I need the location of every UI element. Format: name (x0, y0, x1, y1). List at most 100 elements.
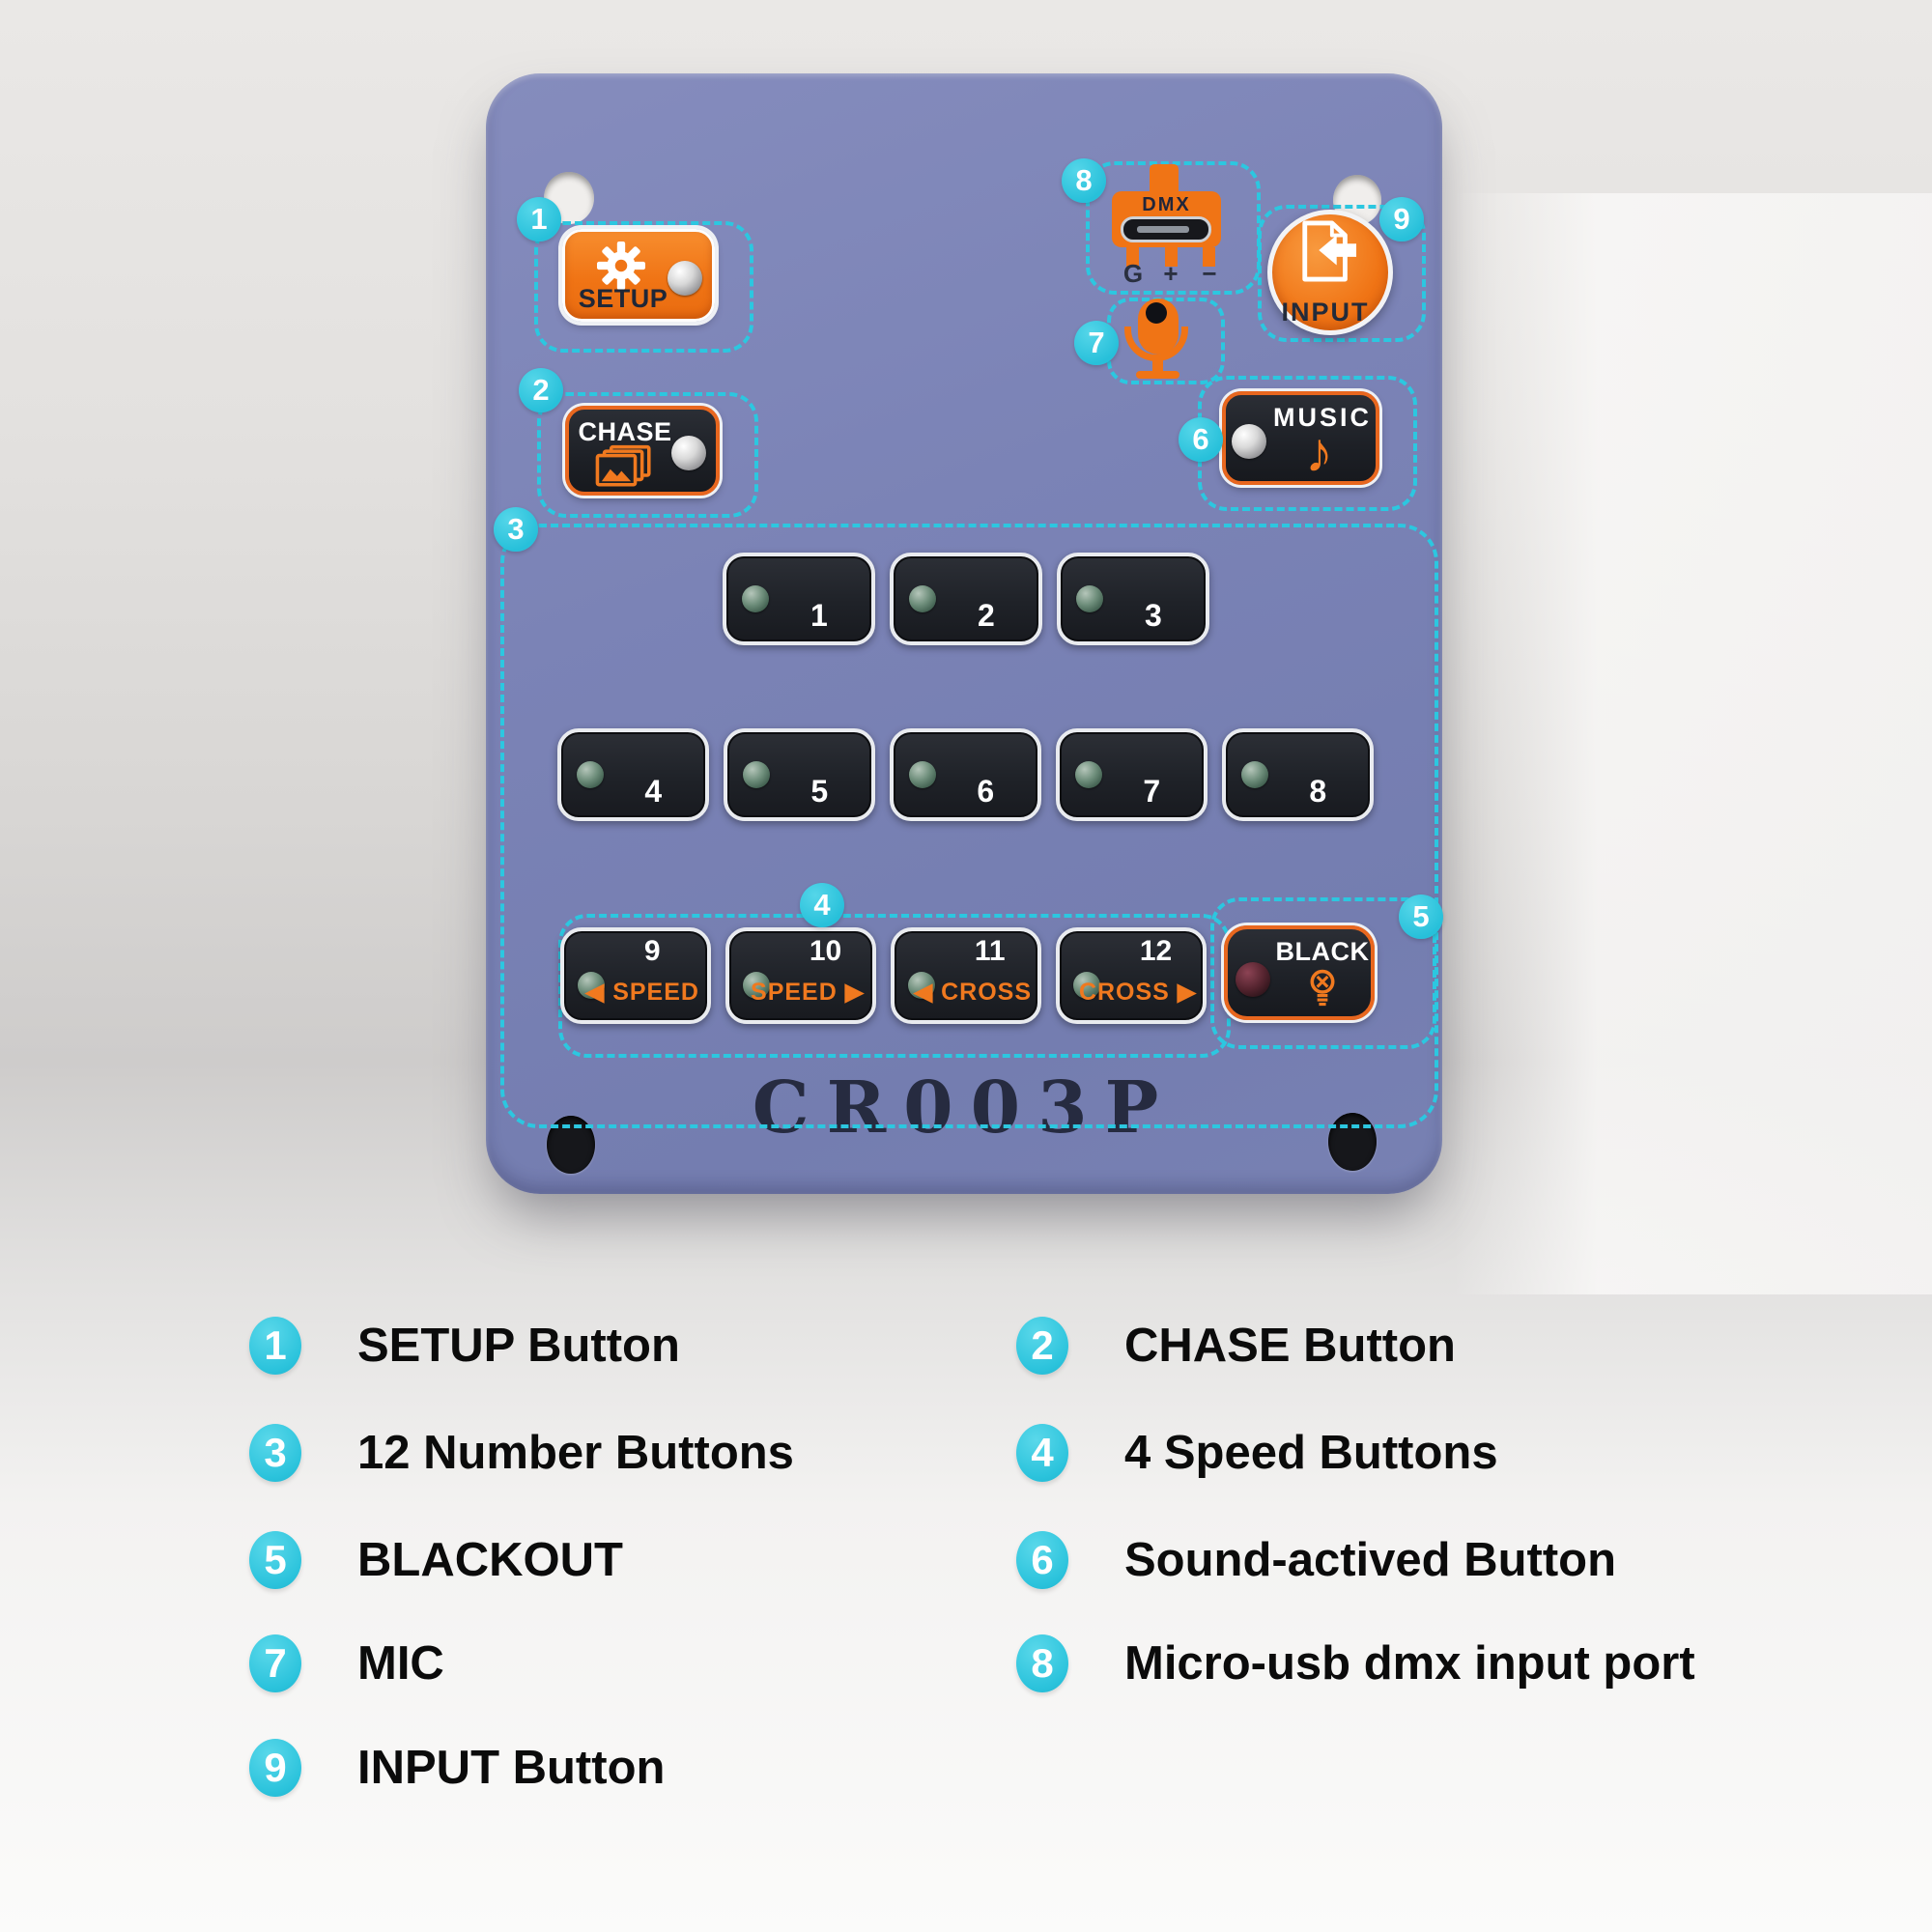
legend-badge-6: 6 (1016, 1531, 1068, 1589)
dmx-pin-minus-label: − (1202, 259, 1217, 288)
legend-label: MIC (357, 1637, 444, 1690)
number-label: 2 (978, 598, 995, 633)
led-indicator (577, 761, 604, 788)
number-label: 1 (810, 598, 828, 633)
number-button-4[interactable]: 4 (557, 728, 709, 821)
cross-left-label: ◀ CROSS (913, 979, 1033, 1006)
callout-box-setup (534, 221, 753, 353)
number-button-7[interactable]: 7 (1056, 728, 1208, 821)
number-label: 7 (1143, 774, 1161, 809)
dmx-pin-leg (1126, 247, 1139, 267)
gear-icon (597, 242, 645, 290)
led-indicator (1076, 585, 1103, 612)
speed-button-9[interactable]: 9 ◀ SPEED (560, 927, 711, 1024)
input-button[interactable]: INPUT (1267, 210, 1393, 335)
number-label: 10 (809, 935, 842, 967)
music-led (1232, 424, 1266, 459)
cross-button-11[interactable]: 11 ◀ CROSS (891, 927, 1041, 1024)
number-button-3[interactable]: 3 (1057, 553, 1209, 645)
legend-item-chase: 2 CHASE Button (1016, 1317, 1456, 1375)
led-indicator (578, 972, 605, 999)
legend-item-speed-buttons: 4 4 Speed Buttons (1016, 1424, 1498, 1482)
callout-box-number-buttons (500, 524, 1438, 1128)
setup-label: SETUP (578, 284, 668, 313)
music-note-icon: ♪ (1305, 421, 1333, 484)
legend-badge-5: 5 (249, 1531, 301, 1589)
callout-badge-6: 6 (1179, 417, 1223, 462)
speed-down-label: ◀ SPEED (585, 979, 699, 1006)
callout-box-chase (537, 392, 758, 518)
dmx-pin-leg (1165, 247, 1178, 267)
legend-badge-4: 4 (1016, 1424, 1068, 1482)
speed-up-label: SPEED ▶ (751, 979, 865, 1006)
music-button[interactable]: MUSIC ♪ (1222, 391, 1379, 485)
chase-scenes-icon (595, 444, 651, 487)
led-indicator (1241, 761, 1268, 788)
legend-label: SETUP Button (357, 1320, 680, 1372)
callout-badge-5: 5 (1399, 895, 1443, 939)
legend-label: CHASE Button (1124, 1320, 1456, 1372)
led-indicator (743, 761, 770, 788)
callout-badge-3: 3 (494, 507, 538, 552)
chase-button[interactable]: CHASE (565, 406, 720, 496)
legend-item-setup: 1 SETUP Button (249, 1317, 680, 1375)
document-import-icon (1302, 220, 1357, 282)
number-label: 12 (1139, 935, 1173, 967)
number-label: 9 (643, 935, 661, 967)
callout-box-blackout (1210, 897, 1436, 1049)
callout-badge-9: 9 (1379, 197, 1424, 242)
blackout-bulb-icon (1310, 969, 1335, 1007)
number-button-8[interactable]: 8 (1222, 728, 1374, 821)
legend-item-mic: 7 MIC (249, 1634, 444, 1692)
chase-led (671, 436, 706, 470)
setup-button[interactable]: SETUP (562, 229, 715, 322)
callout-badge-7: 7 (1074, 321, 1119, 365)
number-label: 3 (1145, 598, 1162, 633)
legend-label: INPUT Button (357, 1742, 666, 1794)
micro-usb-port (1121, 216, 1211, 242)
chase-label: CHASE (578, 417, 672, 446)
led-indicator (1073, 972, 1100, 999)
cross-button-12[interactable]: 12 CROSS ▶ (1056, 927, 1207, 1024)
legend-badge-1: 1 (249, 1317, 301, 1375)
number-label: 8 (1309, 774, 1327, 809)
legend-label: BLACKOUT (357, 1534, 623, 1586)
legend-badge-3: 3 (249, 1424, 301, 1482)
blackout-button[interactable]: BLACK (1224, 925, 1375, 1020)
led-indicator (1075, 761, 1102, 788)
led-indicator (743, 972, 770, 999)
number-button-2[interactable]: 2 (890, 553, 1042, 645)
mounting-hole-bottom-right (1328, 1113, 1377, 1171)
legend-label: Micro-usb dmx input port (1124, 1637, 1695, 1690)
number-button-6[interactable]: 6 (890, 728, 1041, 821)
music-label: MUSIC (1273, 403, 1372, 432)
legend-item-number-buttons: 3 12 Number Buttons (249, 1424, 794, 1482)
legend-badge-9: 9 (249, 1739, 301, 1797)
cross-right-label: CROSS ▶ (1078, 979, 1198, 1006)
speed-button-10[interactable]: 10 SPEED ▶ (725, 927, 876, 1024)
blackout-led (1236, 962, 1270, 997)
led-indicator (908, 972, 935, 999)
number-button-1[interactable]: 1 (723, 553, 875, 645)
legend-badge-7: 7 (249, 1634, 301, 1692)
callout-box-input (1258, 205, 1426, 342)
number-label: 5 (810, 774, 829, 809)
input-label: INPUT (1281, 298, 1370, 327)
number-label: 6 (977, 774, 995, 809)
legend-item-sound-activated: 6 Sound-actived Button (1016, 1531, 1616, 1589)
callout-badge-4: 4 (800, 883, 844, 927)
legend-item-blackout: 5 BLACKOUT (249, 1531, 623, 1589)
callout-badge-8: 8 (1062, 158, 1106, 203)
led-indicator (909, 585, 936, 612)
callout-badge-2: 2 (519, 368, 563, 412)
number-button-5[interactable]: 5 (724, 728, 875, 821)
dmx-pin-g-label: G (1122, 259, 1144, 288)
legend-label: 4 Speed Buttons (1124, 1427, 1498, 1479)
setup-led (668, 261, 702, 296)
dmx-port-title: DMX (1142, 194, 1191, 215)
led-indicator (909, 761, 936, 788)
legend-label: Sound-actived Button (1124, 1534, 1617, 1586)
legend-item-input: 9 INPUT Button (249, 1739, 665, 1797)
callout-badge-1: 1 (517, 197, 561, 242)
legend-label: 12 Number Buttons (357, 1427, 794, 1479)
